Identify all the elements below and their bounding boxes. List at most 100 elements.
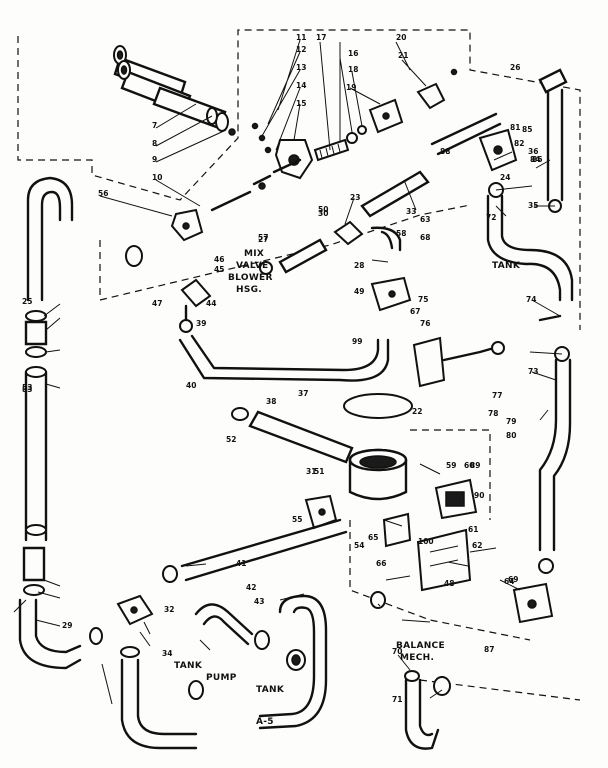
coupler-5	[24, 320, 48, 346]
clamp-42-right	[370, 591, 386, 609]
callout-79: 79	[506, 417, 516, 426]
label-mix: MIX	[244, 249, 264, 259]
fitting-pump	[188, 680, 204, 700]
callout-29: 29	[62, 621, 72, 630]
callout-30: 30	[318, 209, 328, 218]
label-tank-lower-center: TANK	[256, 685, 285, 695]
callout-77: 77	[492, 391, 502, 400]
callout-40: 40	[186, 381, 196, 390]
valve-32-port	[130, 606, 138, 614]
callout-72: 72	[486, 213, 496, 222]
callout-44: 44	[206, 299, 216, 308]
label-tank-upper-right: TANK	[492, 261, 521, 271]
callout-43: 43	[254, 597, 264, 606]
pump-fitting	[254, 630, 270, 650]
callout-10: 10	[152, 173, 162, 182]
mid-hoses	[178, 170, 430, 382]
bracket-76	[412, 336, 446, 388]
clamp-70	[404, 670, 420, 682]
page-code: A-5	[256, 717, 274, 727]
callout-45: 45	[214, 265, 224, 274]
callout-61: 61	[468, 525, 478, 534]
callout-80: 80	[506, 431, 516, 440]
upper-dashed-outline	[17, 29, 581, 330]
callout-24: 24	[500, 173, 510, 182]
callout-32: 32	[164, 605, 174, 614]
callout-42: 42	[246, 583, 256, 592]
clip-100	[382, 512, 412, 548]
label-tank-lower-left: TANK	[174, 661, 203, 671]
fitting-26	[538, 68, 568, 94]
mech-dashed-outline	[349, 520, 531, 641]
ring-38	[343, 393, 413, 419]
hose-72-inner	[500, 194, 574, 302]
callout-70: 70	[392, 647, 402, 656]
callout-layer: 7891011121314151617181920212223242526272…	[22, 33, 542, 704]
callout-63: 63	[420, 215, 430, 224]
callout-75: 75	[418, 295, 428, 304]
fitting-57	[259, 261, 273, 275]
callout-69: 69	[508, 575, 518, 584]
fitting-56	[125, 245, 143, 267]
callout-84: 84	[530, 155, 540, 164]
callout-56: 56	[98, 189, 108, 198]
callout-66: 66	[376, 559, 386, 568]
callout-78: 78	[488, 409, 498, 418]
callout-15: 15	[296, 99, 306, 108]
callout-57: 57	[258, 233, 268, 242]
clamp-4	[433, 676, 451, 696]
hose-73	[538, 314, 572, 552]
callout-51: 51	[314, 467, 324, 476]
callout-74: 74	[526, 295, 536, 304]
seat-16	[346, 132, 358, 144]
hose-43-lower	[258, 594, 328, 730]
spring-coils	[319, 143, 341, 159]
washer-13	[258, 134, 266, 142]
callout-34: 34	[162, 649, 172, 658]
clamp-83-bottom	[25, 524, 47, 536]
callout-81: 81	[510, 123, 520, 132]
spool-10	[210, 158, 302, 212]
callout-7: 7	[152, 121, 157, 130]
hose-58	[370, 226, 402, 252]
callout-9: 9	[152, 155, 157, 164]
valve-21	[416, 82, 446, 110]
callout-21: 21	[398, 51, 408, 60]
callout-41: 41	[236, 559, 246, 568]
callout-31: 31	[306, 467, 316, 476]
callout-37: 37	[298, 389, 308, 398]
callout-62: 62	[472, 541, 482, 550]
hose-41	[180, 518, 348, 582]
hose-43-lower-inner	[258, 606, 316, 718]
callout-35: 35	[528, 201, 538, 210]
hose-6	[18, 598, 82, 670]
bracket-55-hole	[318, 508, 326, 516]
callout-76: 76	[420, 319, 430, 328]
hose-43	[278, 238, 328, 274]
callout-58: 58	[396, 229, 406, 238]
callout-89: 89	[470, 461, 480, 470]
callout-85: 85	[522, 125, 532, 134]
callout-100: 100	[418, 537, 434, 546]
callout-59: 59	[446, 461, 456, 470]
valve-dashed-outline	[99, 204, 471, 301]
washer-12	[251, 122, 259, 130]
fitting-7a-hole	[116, 50, 124, 60]
box-49-port	[388, 290, 396, 298]
plate-67	[416, 528, 472, 592]
screw-20	[450, 68, 458, 76]
hose-pump	[194, 603, 254, 646]
callout-50: 50	[318, 205, 328, 214]
callout-55: 55	[292, 515, 302, 524]
elbow-44	[180, 278, 212, 308]
fitting-7b-hole	[120, 65, 128, 75]
label-blower: BLOWER	[228, 273, 273, 283]
washer-14	[264, 146, 272, 154]
clamp-42-left	[89, 627, 103, 645]
callout-20: 20	[396, 33, 406, 42]
callout-86: 86	[532, 155, 542, 164]
callout-25: 25	[22, 297, 32, 306]
hose-83	[24, 370, 48, 542]
